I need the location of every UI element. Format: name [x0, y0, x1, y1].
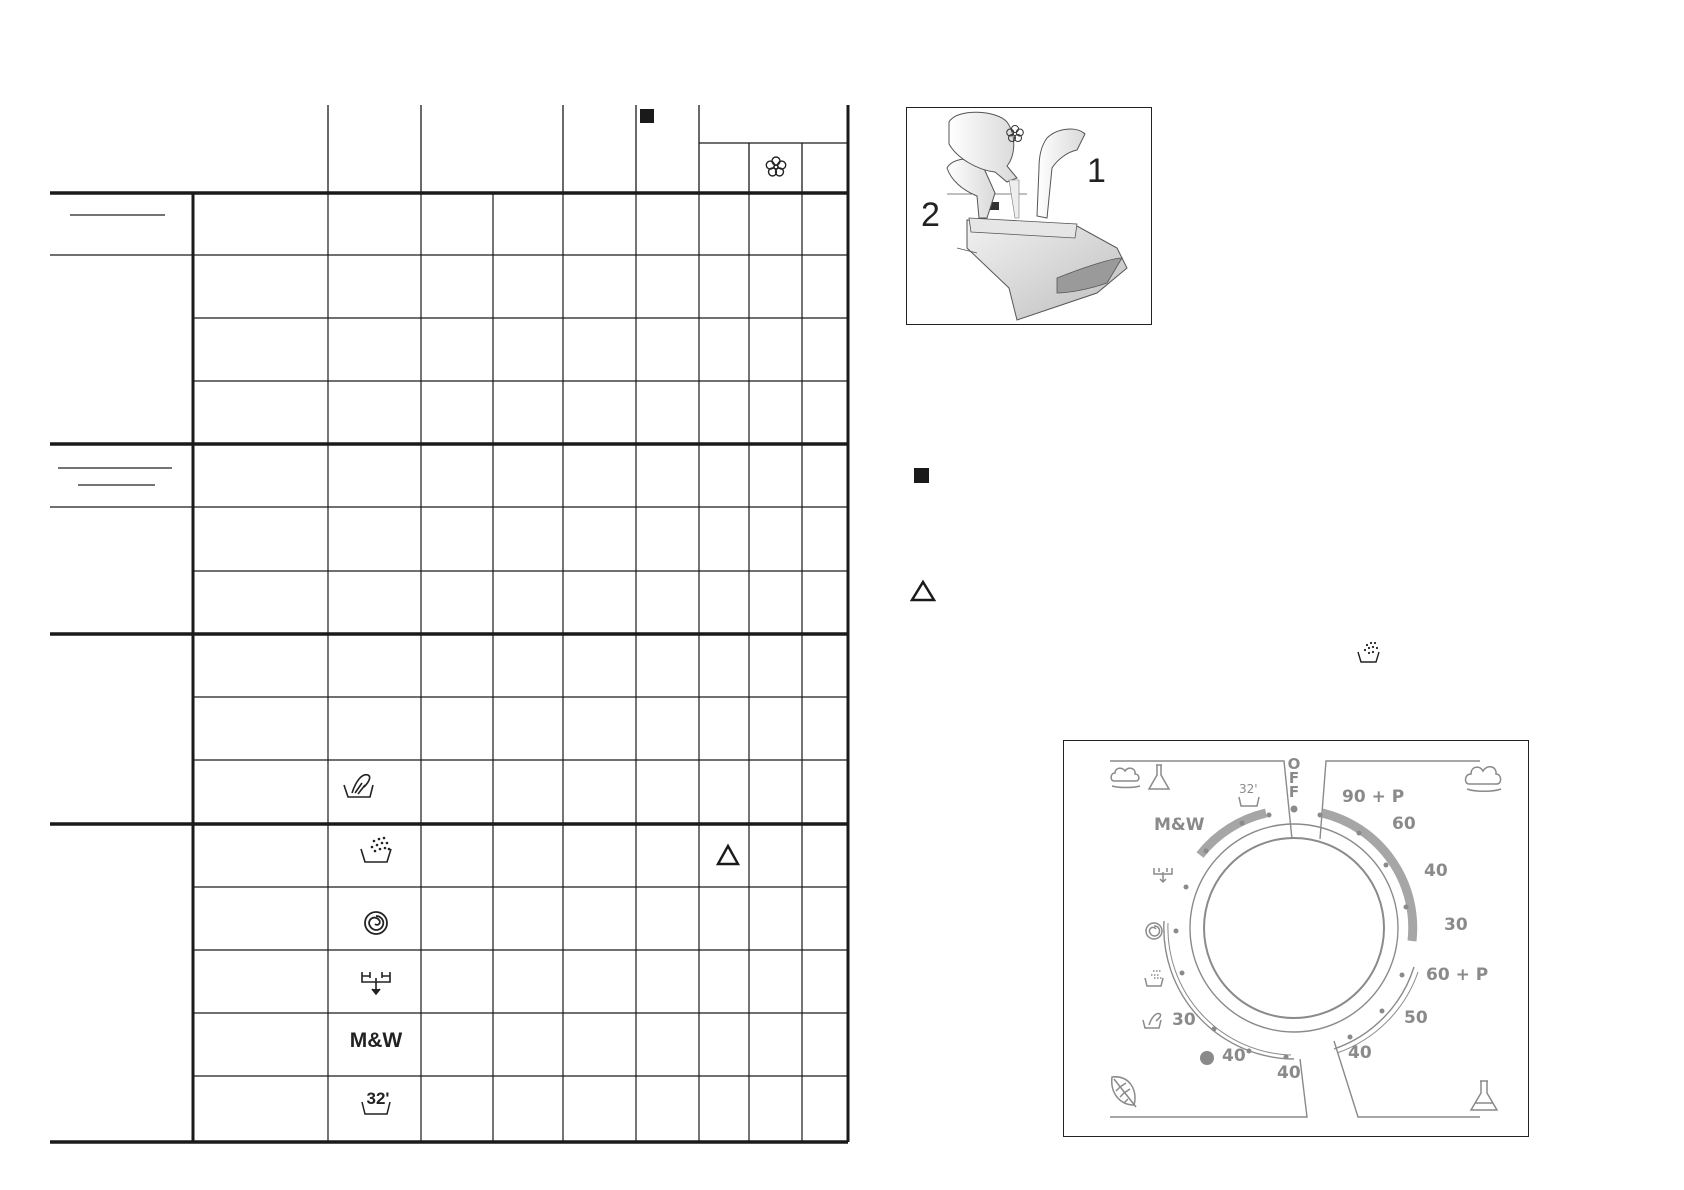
- mw-label-dial: M&W: [1154, 815, 1205, 835]
- synthetic-arc: [1333, 966, 1415, 1050]
- quick-32-icon: [361, 1101, 391, 1115]
- flask-icon-bottom-right: [1469, 1080, 1499, 1111]
- cotton-temp-90p: 90 + P: [1342, 787, 1405, 807]
- header-square-marker: [640, 109, 654, 123]
- dial-separator-top-left: [1110, 760, 1293, 840]
- off-label: OFF: [1287, 755, 1301, 801]
- cotton-cloud-icon-right: [1464, 766, 1502, 792]
- quick-label: 32': [367, 1089, 390, 1108]
- leaf-icon-bottom-left: [1111, 1076, 1137, 1108]
- black-square-icon: [914, 468, 929, 483]
- cotton-cloud-icon-left: [1110, 767, 1141, 789]
- compartment-label-2: 2: [921, 196, 940, 234]
- quick-icon-dial: [1238, 796, 1260, 807]
- handwash-icon-dial: [1142, 1012, 1162, 1029]
- rinse-icon: [1357, 641, 1380, 663]
- dial-separator-bottom-left: [1110, 1058, 1308, 1118]
- cotton-temp-60: 60: [1392, 814, 1416, 834]
- flask-icon-top-left: [1147, 764, 1171, 790]
- triangle-marker: [715, 843, 741, 866]
- rinse-icon: [360, 836, 392, 863]
- delicate-temp-40-wool: 40: [1222, 1046, 1246, 1066]
- cotton-temp-30: 30: [1444, 915, 1468, 935]
- synthetic-temp-50: 50: [1404, 1008, 1428, 1028]
- dial-outer-ring: [1189, 823, 1399, 1033]
- off-dot: [1290, 805, 1298, 813]
- drawer-drawing: [946, 111, 1128, 321]
- spin-icon-dial: [1145, 922, 1163, 940]
- delicate-temp-40: 40: [1277, 1063, 1301, 1083]
- triangle-outline-icon: [910, 579, 936, 602]
- wool-icon-dial: [1200, 1051, 1214, 1065]
- compartment-label-1: 1: [1087, 152, 1106, 190]
- detergent-drawer-illustration: 1 2: [906, 107, 1152, 325]
- spin-icon: [364, 911, 388, 935]
- synthetic-temp-40: 40: [1348, 1043, 1372, 1063]
- softener-flower-icon: [765, 156, 787, 177]
- rinse-icon-dial: [1144, 970, 1164, 987]
- synthetic-temp-60p: 60 + P: [1426, 965, 1489, 985]
- dial-separator-bottom-right: [1333, 1040, 1480, 1118]
- dial-drawing: [1110, 760, 1502, 1118]
- handwash-icon: [343, 773, 374, 798]
- dial-inner-ring: [1203, 837, 1385, 1019]
- quick-label-dial: 32': [1239, 782, 1258, 796]
- drain-icon: [361, 972, 391, 996]
- drain-icon-dial: [1153, 868, 1173, 884]
- mw-quick-arc: [1196, 808, 1268, 858]
- programme-dial-panel: OFF M&W 32' 90 + P 60 40 30 60 + P 50 40…: [1063, 740, 1529, 1137]
- table-marks: [58, 109, 787, 1115]
- delicate-arc: [1163, 920, 1295, 1060]
- table-grid: [50, 105, 850, 1144]
- mw-label: M&W: [350, 1029, 403, 1052]
- delicate-temp-30: 30: [1172, 1010, 1196, 1030]
- softener-flower-icon-illustration: [1006, 125, 1024, 142]
- cotton-temp-40: 40: [1424, 861, 1448, 881]
- cotton-arc: [1320, 808, 1418, 942]
